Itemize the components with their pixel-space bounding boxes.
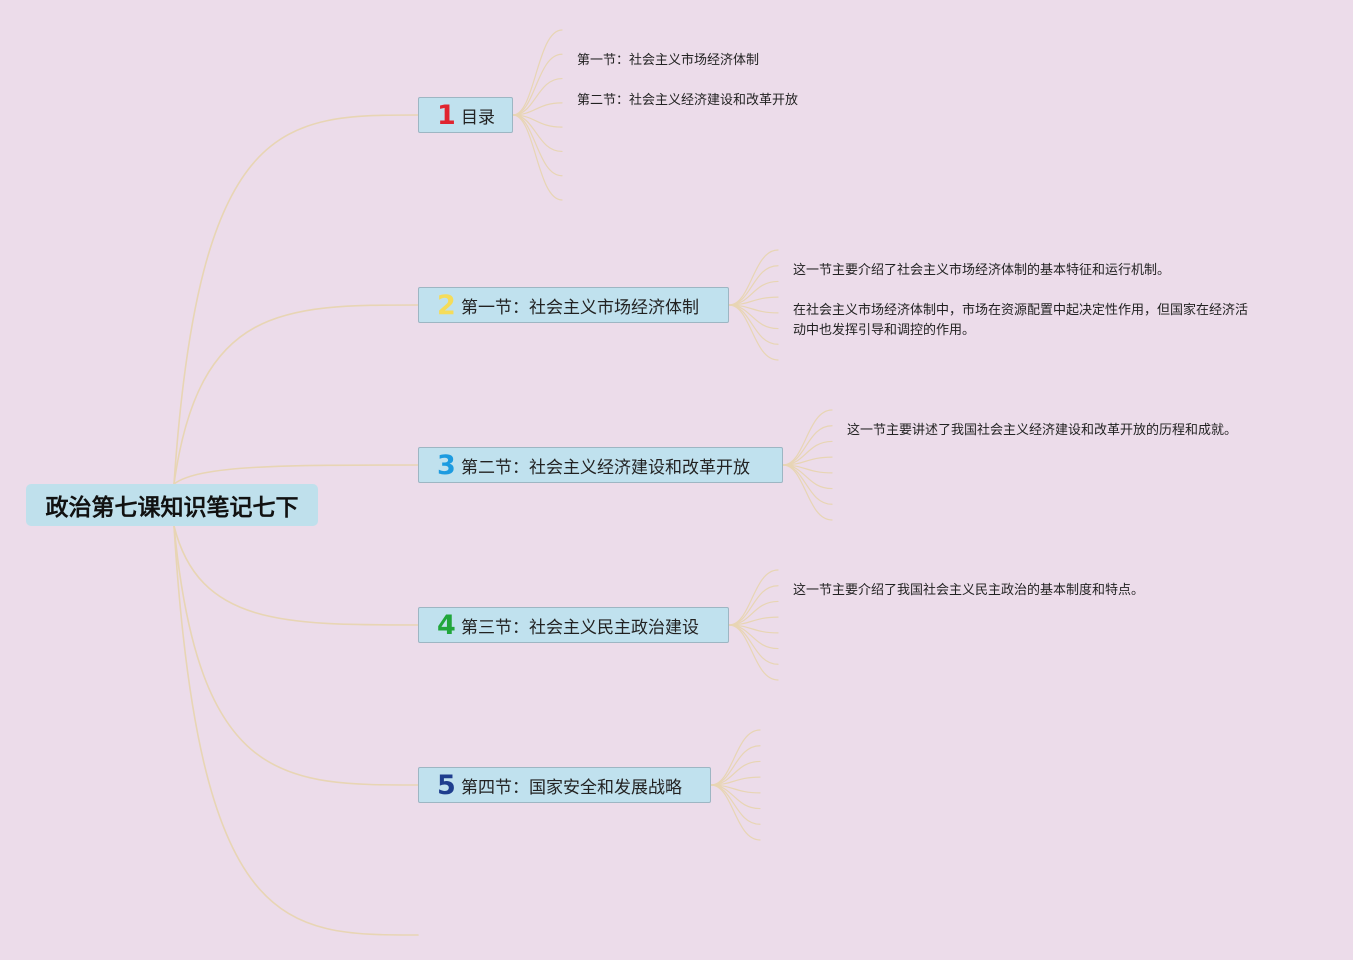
- leaf-connector: [512, 114, 563, 201]
- leaf-connector: [728, 304, 779, 361]
- leaf-toc-section-2[interactable]: 第二节：社会主义经济建设和改革开放: [577, 93, 799, 108]
- leaf-connector: [710, 760, 761, 786]
- leaf-connector: [512, 77, 563, 116]
- leaf-connector: [728, 585, 779, 626]
- leaf-connector: [512, 29, 563, 116]
- branch-toc[interactable]: 1 目录: [418, 97, 513, 133]
- root-connector: [173, 304, 419, 485]
- root-topic[interactable]: 政治第七课知识笔记七下: [26, 484, 318, 526]
- root-connector: [173, 525, 419, 936]
- leaf-section-1-detail[interactable]: 在社会主义市场经济体制中，市场在资源配置中起决定性作用，但国家在经济活 动中也发…: [793, 303, 1249, 338]
- leaf-connector: [728, 304, 779, 330]
- leaf-connector: [782, 425, 833, 466]
- leaf-toc-section-1[interactable]: 第一节：社会主义市场经济体制: [577, 53, 760, 68]
- branch-section-4[interactable]: 5 第四节：国家安全和发展战略: [418, 767, 711, 803]
- branch-label: 第四节：国家安全和发展战略: [461, 777, 682, 798]
- branch-section-3[interactable]: 4 第三节：社会主义民主政治建设: [418, 607, 729, 643]
- branch-label: 第三节：社会主义民主政治建设: [461, 617, 699, 638]
- number-4-icon: 4: [437, 609, 456, 641]
- root-connector: [173, 114, 419, 485]
- branch-section-1[interactable]: 2 第一节：社会主义市场经济体制: [418, 287, 729, 323]
- leaf-connector: [728, 569, 779, 626]
- branch-label: 第二节：社会主义经济建设和改革开放: [461, 457, 750, 478]
- leaf-connector: [710, 745, 761, 786]
- root-topic-label: 政治第七课知识笔记七下: [45, 495, 299, 521]
- branch-label: 第一节：社会主义市场经济体制: [461, 297, 699, 318]
- leaf-connector: [512, 114, 563, 153]
- leaf-connector: [728, 624, 779, 650]
- leaf-connector: [728, 304, 779, 345]
- leaf-section-2-summary[interactable]: 这一节主要讲述了我国社会主义经济建设和改革开放的历程和成就。: [847, 423, 1238, 438]
- number-1-icon: 1: [437, 99, 456, 131]
- leaf-section-3-summary[interactable]: 这一节主要介绍了我国社会主义民主政治的基本制度和特点。: [793, 583, 1145, 598]
- leaf-connector: [782, 409, 833, 466]
- leaf-connector: [728, 265, 779, 306]
- leaf-connector: [782, 464, 833, 521]
- leaf-section-1-summary[interactable]: 这一节主要介绍了社会主义市场经济体制的基本特征和运行机制。: [793, 263, 1171, 278]
- leaf-connector: [710, 729, 761, 786]
- leaf-connector: [512, 53, 563, 116]
- branch-label: 目录: [461, 107, 495, 128]
- branch-section-2[interactable]: 3 第二节：社会主义经济建设和改革开放: [418, 447, 783, 483]
- leaf-connector: [728, 600, 779, 626]
- leaf-connector: [710, 784, 761, 825]
- leaf-connector: [782, 464, 833, 490]
- leaf-connector: [710, 784, 761, 810]
- leaf-connector: [782, 464, 833, 505]
- leaf-connector: [728, 624, 779, 681]
- number-2-icon: 2: [437, 289, 456, 321]
- number-5-icon: 5: [437, 769, 456, 801]
- root-connector: [173, 525, 419, 786]
- leaf-connector: [782, 440, 833, 466]
- leaf-connector: [728, 249, 779, 306]
- root-connector: [173, 464, 419, 485]
- leaf-connector: [728, 624, 779, 665]
- leaf-connector: [710, 784, 761, 841]
- number-3-icon: 3: [437, 449, 456, 481]
- leaf-connector: [728, 280, 779, 306]
- leaf-connector: [512, 114, 563, 177]
- root-connector: [173, 525, 419, 626]
